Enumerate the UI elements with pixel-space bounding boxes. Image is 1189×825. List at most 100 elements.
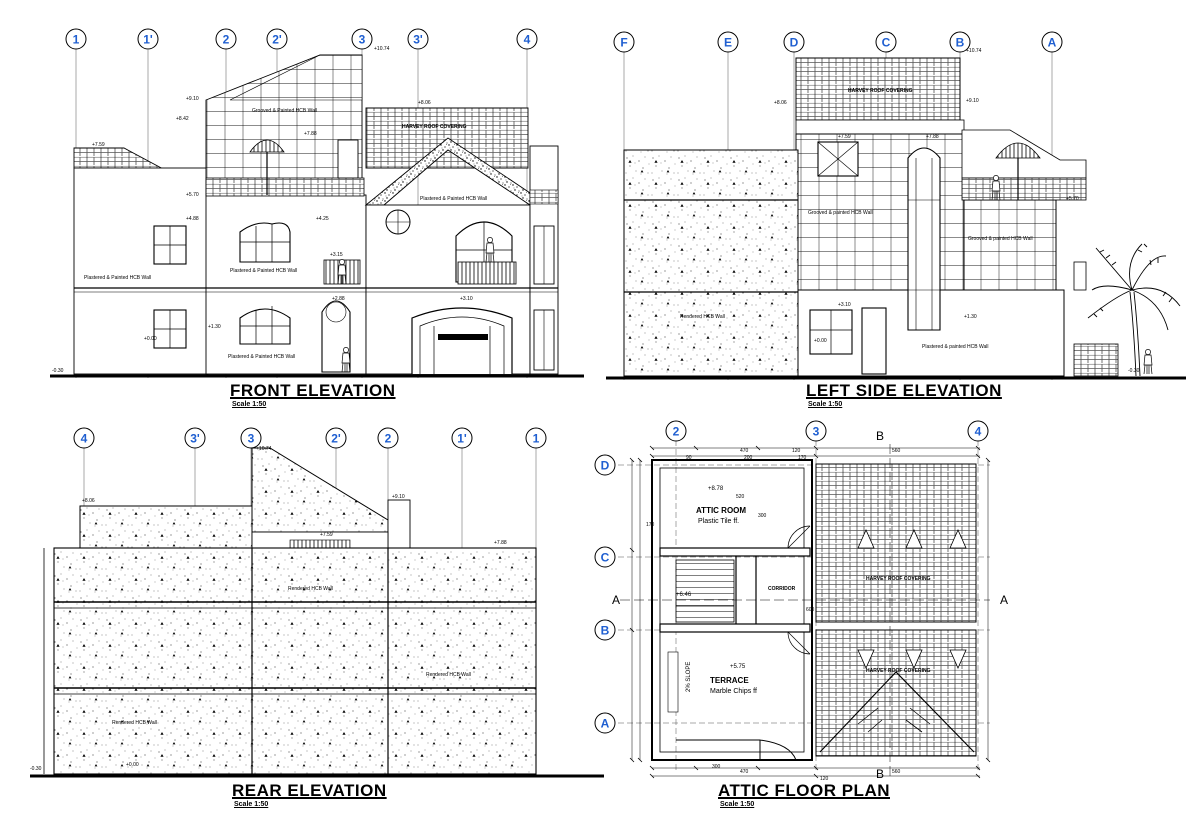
grid-marker-icon: 4 <box>73 427 95 449</box>
material-note: Rendered HCB Wall <box>288 586 333 592</box>
dimension-text: 200 <box>744 455 753 461</box>
grid-marker-icon-label: F <box>620 36 627 50</box>
material-note: Grooved & Painted HCB Wall <box>252 108 317 114</box>
material-note: Rendered HCB Wall <box>680 314 725 320</box>
level-mark: +8.78 <box>708 486 724 492</box>
level-mark: +7.88 <box>304 131 317 137</box>
grid-marker-icon: 2 <box>377 427 399 449</box>
grid-marker-icon-label: 1' <box>143 33 153 47</box>
front-elevation-scale: Scale 1:50 <box>232 401 267 408</box>
level-mark: +3.10 <box>838 302 851 308</box>
level-mark: +7.59 <box>92 142 105 148</box>
grid-marker-icon-label: D <box>601 459 610 473</box>
grid-marker-icon-label: 4 <box>524 33 531 47</box>
grid-marker-icon-label: A <box>601 717 610 731</box>
dimension-text: 470 <box>740 448 749 454</box>
level-mark: +5.75 <box>730 664 746 670</box>
grid-marker-icon: 2 <box>215 28 237 50</box>
level-mark: +4.25 <box>316 216 329 222</box>
material-note: Plastered & painted HCB Wall <box>922 344 989 350</box>
grid-marker-icon: C <box>594 546 616 568</box>
front-elevation <box>50 48 584 378</box>
level-mark: -0.30 <box>52 368 64 374</box>
left-side-elevation <box>606 48 1186 380</box>
level-mark: -0.30 <box>30 766 42 772</box>
level-mark: +0.00 <box>814 338 827 344</box>
rear-elevation-scale: Scale 1:50 <box>234 801 269 808</box>
grid-marker-icon-label: 3' <box>190 432 200 446</box>
grid-marker-icon: E <box>717 31 739 53</box>
grid-marker-icon-label: 3 <box>359 33 366 47</box>
level-mark: +0.00 <box>144 336 157 342</box>
grid-marker-icon: 3 <box>240 427 262 449</box>
material-note: Plastered & Painted HCB Wall <box>420 196 487 202</box>
grid-marker-icon: 1' <box>137 28 159 50</box>
slope-note: 2% SLOPE <box>686 662 692 692</box>
level-mark: +6.46 <box>676 592 692 598</box>
palm-tree-icon <box>1087 243 1181 377</box>
grid-marker-icon-label: 4 <box>81 432 88 446</box>
level-mark: +0.00 <box>126 762 139 768</box>
dimension-text: 560 <box>892 448 901 454</box>
grid-marker-icon: 2 <box>665 420 687 442</box>
rear-elevation <box>30 447 604 778</box>
room-finish: Plastic Tile ff. <box>698 518 739 525</box>
front-elevation-title: FRONT ELEVATION <box>230 381 396 400</box>
grid-marker-icon: 3 <box>805 420 827 442</box>
material-note: Rendered HCB Wall <box>426 672 471 678</box>
left-side-elevation-scale: Scale 1:50 <box>808 401 843 408</box>
dimension-text: 120 <box>792 448 801 454</box>
room-name: CORRIDOR <box>768 586 796 592</box>
grid-marker-icon-label: 4 <box>975 425 982 439</box>
level-mark: +2.88 <box>332 296 345 302</box>
grid-marker-icon-label: 2' <box>331 432 341 446</box>
roof-note: HARVEY ROOF COVERING <box>866 576 931 582</box>
level-mark: -0.30 <box>1128 368 1140 374</box>
grid-marker-icon: 4 <box>516 28 538 50</box>
level-mark: +7.88 <box>494 540 507 546</box>
grid-marker-icon: 2' <box>266 28 288 50</box>
grid-marker-icon-label: 2 <box>673 425 680 439</box>
grid-marker-icon-label: 2 <box>385 432 392 446</box>
level-mark: +8.06 <box>774 100 787 106</box>
dimension-text: 90 <box>686 455 692 461</box>
level-mark: +7.59 <box>320 532 333 538</box>
section-mark: B <box>876 429 884 443</box>
level-mark: +8.06 <box>82 498 95 504</box>
rear-elevation-title: REAR ELEVATION <box>232 781 387 800</box>
grid-marker-icon-label: C <box>882 36 891 50</box>
level-mark: +9.10 <box>392 494 405 500</box>
material-note: Plastered & Painted HCB Wall <box>230 268 297 274</box>
grid-marker-icon: 4 <box>967 420 989 442</box>
grid-marker-icon: D <box>594 454 616 476</box>
level-mark: +1.30 <box>964 314 977 320</box>
level-mark: +9.10 <box>966 98 979 104</box>
grid-marker-icon-label: 1 <box>533 432 540 446</box>
grid-marker-icon: 1' <box>451 427 473 449</box>
room-name: ATTIC ROOM <box>696 506 746 515</box>
grid-marker-icon-label: B <box>956 36 965 50</box>
grid-marker-icon: 2' <box>325 427 347 449</box>
grid-marker-icon-label: 3 <box>248 432 255 446</box>
left-side-elevation-title: LEFT SIDE ELEVATION <box>806 381 1002 400</box>
room-finish: Marble Chips ff <box>710 688 757 695</box>
grid-marker-icon: 3' <box>184 427 206 449</box>
level-mark: +7.88 <box>926 134 939 140</box>
grid-marker-icon: 1 <box>525 427 547 449</box>
room-name: TERRACE <box>710 676 749 685</box>
grid-marker-icon: 3' <box>407 28 429 50</box>
grid-marker-icon-label: 3 <box>813 425 820 439</box>
grid-marker-icon-label: A <box>1048 36 1057 50</box>
material-note: Plastered & Painted HCB Wall <box>84 275 151 281</box>
dimension-text: 120 <box>820 776 829 782</box>
section-mark: A <box>1000 593 1008 607</box>
section-mark: A <box>612 593 620 607</box>
dimension-text: 300 <box>712 764 721 770</box>
dimension-text: 300 <box>758 513 767 519</box>
grid-marker-icon-label: C <box>601 551 610 565</box>
material-note: HARVEY ROOF COVERING <box>402 124 467 130</box>
level-mark: +5.70 <box>1066 196 1079 202</box>
